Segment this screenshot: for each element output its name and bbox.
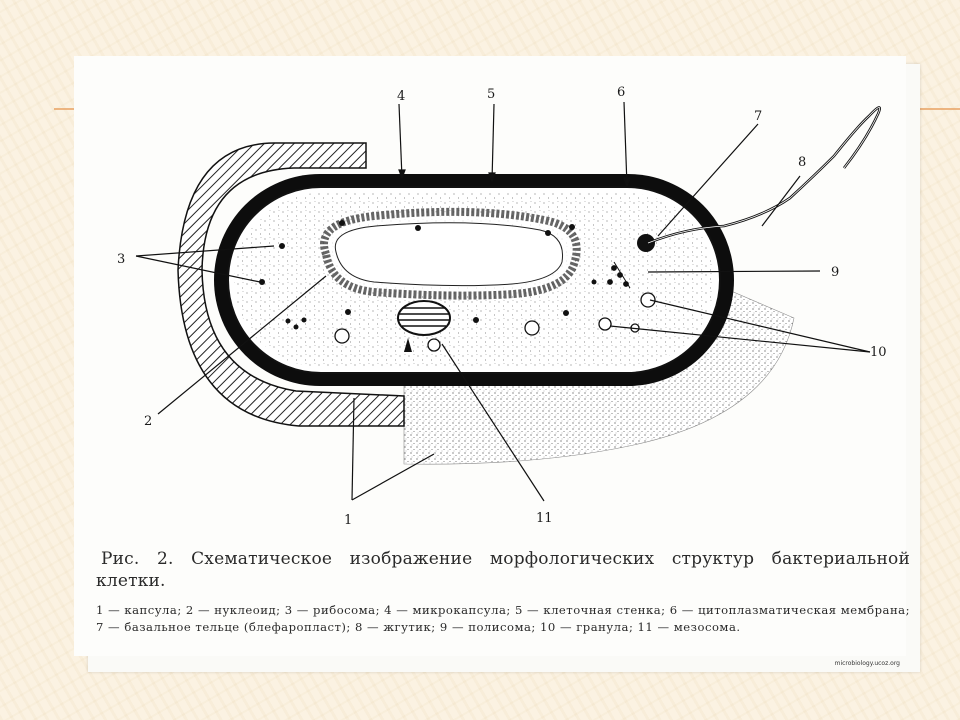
label-flagellum: 8	[798, 155, 806, 170]
granules	[334, 292, 656, 344]
scanned-figure-page: 3 2 4 5 6 7 8 9 10 1 11 Рис. 2. Схематич…	[74, 56, 910, 667]
source-watermark: microbiology.ucoz.org	[834, 660, 900, 667]
diagram-labels: 3 2 4 5 6 7 8 9 10 1 11	[117, 85, 887, 528]
label-mesosome: 11	[536, 511, 553, 526]
label-polysome: 9	[831, 265, 839, 280]
label-basal-body: 7	[754, 109, 762, 124]
bacterial-cell-diagram: 3 2 4 5 6 7 8 9 10 1 11	[117, 85, 887, 528]
label-membrane: 6	[617, 85, 625, 100]
label-nucleoid: 2	[144, 414, 152, 429]
capsule-hatched	[177, 142, 405, 427]
label-granule: 10	[870, 345, 887, 360]
label-cell-wall: 5	[487, 87, 495, 102]
basal-body	[637, 234, 655, 252]
mesosome	[397, 300, 451, 352]
leader-lines	[135, 101, 871, 502]
ribosomes	[259, 220, 597, 330]
label-ribosome: 3	[117, 252, 125, 267]
label-microcapsule: 4	[397, 89, 405, 104]
figure-caption: Рис. 2. Схематическое изображение морфол…	[96, 548, 910, 636]
caption-title: Рис. 2. Схематическое изображение морфол…	[96, 549, 910, 591]
polysome	[607, 261, 631, 289]
caption-legend: 1 — капсула; 2 — нуклеоид; 3 — рибосома;…	[96, 603, 910, 634]
label-capsule: 1	[344, 513, 352, 528]
nucleoid	[320, 207, 581, 300]
